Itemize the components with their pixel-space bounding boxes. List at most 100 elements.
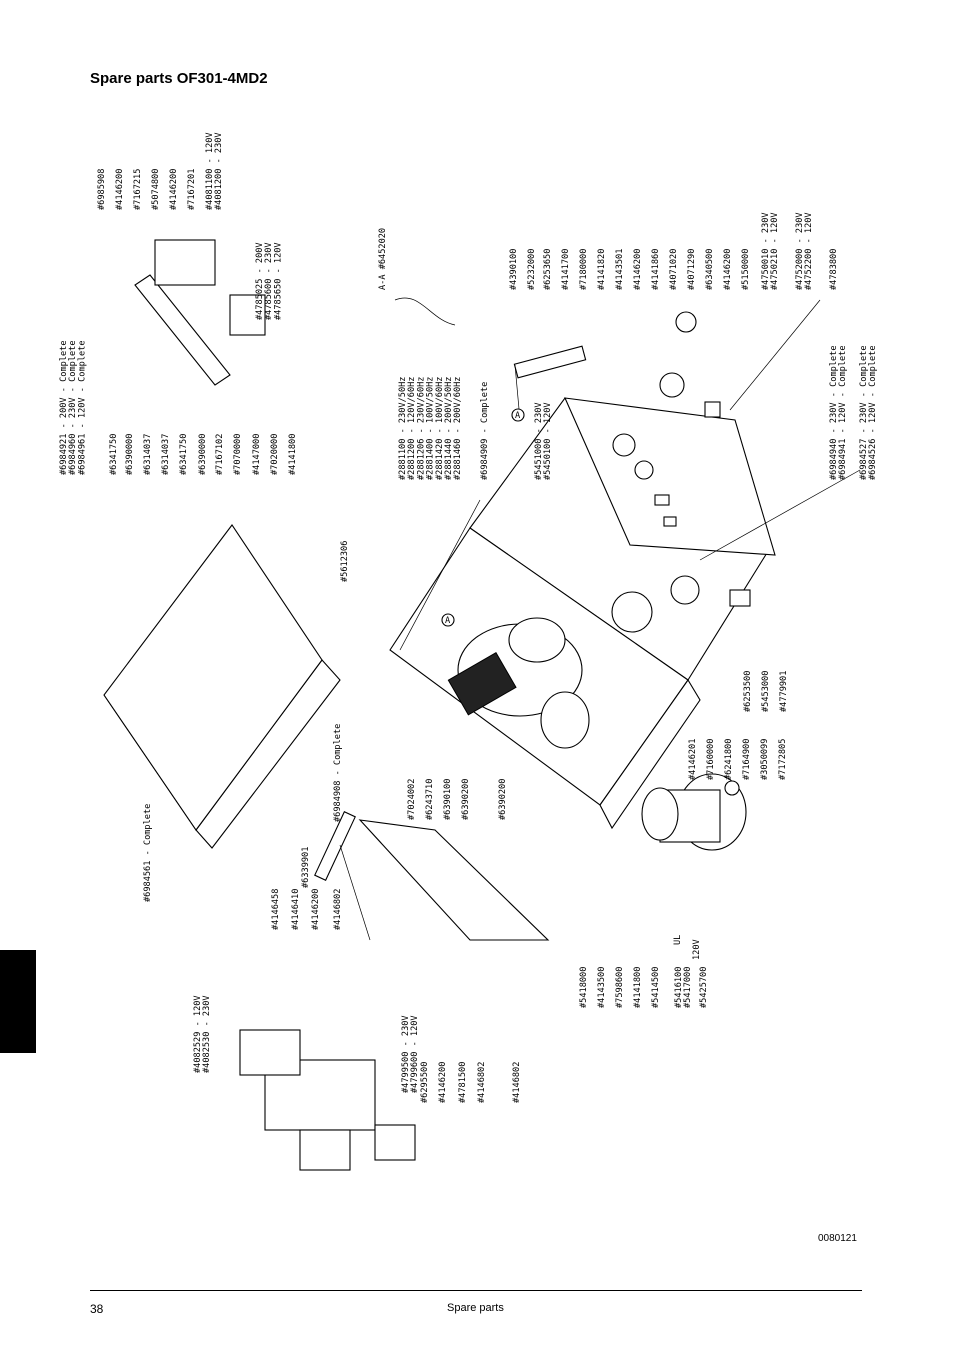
callout-text: #4082530 - 230V (202, 995, 212, 1073)
fans (611, 575, 751, 633)
callout-c57: #3050099 (760, 739, 770, 780)
callout-text: #4785650 - 120V (273, 242, 283, 320)
callout-c21: A-A #6452020 (378, 228, 388, 290)
callout-c70: #4781500 (458, 1062, 468, 1103)
callout-text: #6984940 - 230V - Complete (829, 345, 839, 480)
callout-text: #6241800 (724, 739, 734, 780)
callout-text: #4146200 (723, 249, 733, 290)
callout-text: #4071020 (669, 249, 679, 290)
callout-text: #7598600 (615, 967, 625, 1008)
spiral-hose (513, 345, 587, 379)
callout-c78: #5416100#5417000 (674, 967, 693, 1008)
callout-text: #4146802 (477, 1062, 487, 1103)
callout-labels: #6984921 - 200V - Complete#6984960 - 230… (59, 132, 878, 1103)
callout-text: #5450100 - 120V (543, 402, 553, 480)
callout-text: #6339901 (301, 847, 311, 888)
callout-text: #4141700 (561, 249, 571, 290)
callout-c20: #4785025 - 200V#4785600 - 230V#4785650 -… (255, 242, 283, 320)
callout-text: #7180000 (579, 249, 589, 290)
callout-c17: #4146200 (169, 169, 179, 210)
callout-text: #4146200 (633, 249, 643, 290)
page-title: Spare parts OF301-4MD2 (90, 70, 268, 87)
callout-c2: #6341750 (109, 434, 119, 475)
callout-c48: #7024002 (407, 779, 417, 820)
callout-c32: #4071290 (687, 249, 697, 290)
air-hose (394, 297, 456, 326)
callout-text: #7167215 (133, 169, 143, 210)
callout-c39: #2881100 - 230V/50Hz#2881200 - 120V/60Hz… (398, 377, 463, 480)
callout-text: #3050099 (760, 739, 770, 780)
callout-c19: #4081100 - 120V#4081200 - 230V (205, 132, 224, 210)
callout-text: #2881200 - 120V/60Hz (407, 377, 417, 480)
callout-text: #6390200 (461, 779, 471, 820)
callout-c4: #6314037 (143, 434, 153, 475)
callout-c47: #6339901 (301, 847, 311, 888)
callout-text: #6253650 (543, 249, 553, 290)
callout-c6: #6341750 (179, 434, 189, 475)
callout-text: #7167201 (187, 169, 197, 210)
callout-c14: #4146200 (115, 169, 125, 210)
callout-c66: #4082529 - 120V#4082530 - 230V (193, 995, 212, 1073)
callout-c40: #6984909 - Complete (480, 382, 490, 480)
callout-text: #6341750 (109, 434, 119, 475)
callout-c27: #4141820 (597, 249, 607, 290)
callout-text: #4141800 (288, 434, 298, 475)
callout-text: #4752000 - 230V (795, 212, 805, 290)
callout-c73: #5418000 (579, 967, 589, 1008)
callout-text: #4146802 (512, 1062, 522, 1103)
callout-c23: #5232000 (527, 249, 537, 290)
document-number: 0080121 (818, 1233, 857, 1244)
callout-text: #4750210 - 120V (770, 212, 780, 290)
callout-c65: #4146802 (333, 889, 343, 930)
callout-text: #6984921 - 200V - Complete (59, 340, 69, 475)
callout-c76: #4141800 (633, 967, 643, 1008)
callout-c52: #6390200 (498, 779, 508, 820)
callout-text: #5417000 (683, 967, 693, 1008)
callout-c71: #4146802 (477, 1062, 487, 1103)
callout-text: #2881206 - 230V/60Hz (416, 377, 426, 480)
callout-text: #5150000 (741, 249, 751, 290)
callout-c16: #5074800 (151, 169, 161, 210)
callout-c36: #4750010 - 230V#4750210 - 120V (761, 212, 780, 290)
callout-c63: #4146410 (291, 889, 301, 930)
callout-c28: #4143501 (615, 249, 625, 290)
callout-text: #4082529 - 120V (193, 995, 203, 1073)
callout-text: #4146201 (688, 739, 698, 780)
callout-c29: #4146200 (633, 249, 643, 290)
callout-c9: #7070000 (233, 434, 243, 475)
callout-text: #7172805 (778, 739, 788, 780)
callout-c49: #6243710 (425, 779, 435, 820)
callout-c53: #4146201 (688, 739, 698, 780)
callout-text: #5418000 (579, 967, 589, 1008)
callout-c34: #4146200 (723, 249, 733, 290)
callout-text: #2881440 - 200V/50Hz (444, 377, 454, 480)
callout-text: #2881400 - 100V/50Hz (426, 377, 436, 480)
callout-text: #5414500 (651, 967, 661, 1008)
callout-c13: #6985908 (97, 169, 107, 210)
callout-text: #4146458 (271, 889, 281, 930)
callout-text: #6984527 - 230V - Complete (859, 345, 869, 480)
callout-text: #6984960 - 230V - Complete (68, 340, 78, 475)
motor (447, 617, 590, 749)
callout-text: #4785600 - 230V (264, 242, 274, 320)
callout-c54: #7160000 (706, 739, 716, 780)
callout-text: #4750010 - 230V (761, 212, 771, 290)
callout-c1: #6984921 - 200V - Complete#6984960 - 230… (59, 340, 87, 475)
callout-c67: #4799500 - 230V#4799600 - 120V (401, 1015, 420, 1093)
callout-text: #6390000 (125, 434, 135, 475)
callout-c77: #5414500 (651, 967, 661, 1008)
callout-text: #4143501 (615, 249, 625, 290)
callout-c37: #4752000 - 230V#4752200 - 120V (795, 212, 814, 290)
page-number: 38 (90, 1302, 104, 1316)
callout-text: #6340500 (705, 249, 715, 290)
callout-c15: #7167215 (133, 169, 143, 210)
callout-text: #2881420 - 100V/60Hz (435, 377, 445, 480)
callout-text: #7020000 (270, 434, 280, 475)
callout-text: #7164900 (742, 739, 752, 780)
callout-text: #4781500 (458, 1062, 468, 1103)
leader-lines (339, 299, 861, 941)
top-bracket (134, 239, 266, 386)
callout-c69: #4146200 (438, 1062, 448, 1103)
callout-c56: #7164900 (742, 739, 752, 780)
callout-text: #7167102 (215, 434, 225, 475)
